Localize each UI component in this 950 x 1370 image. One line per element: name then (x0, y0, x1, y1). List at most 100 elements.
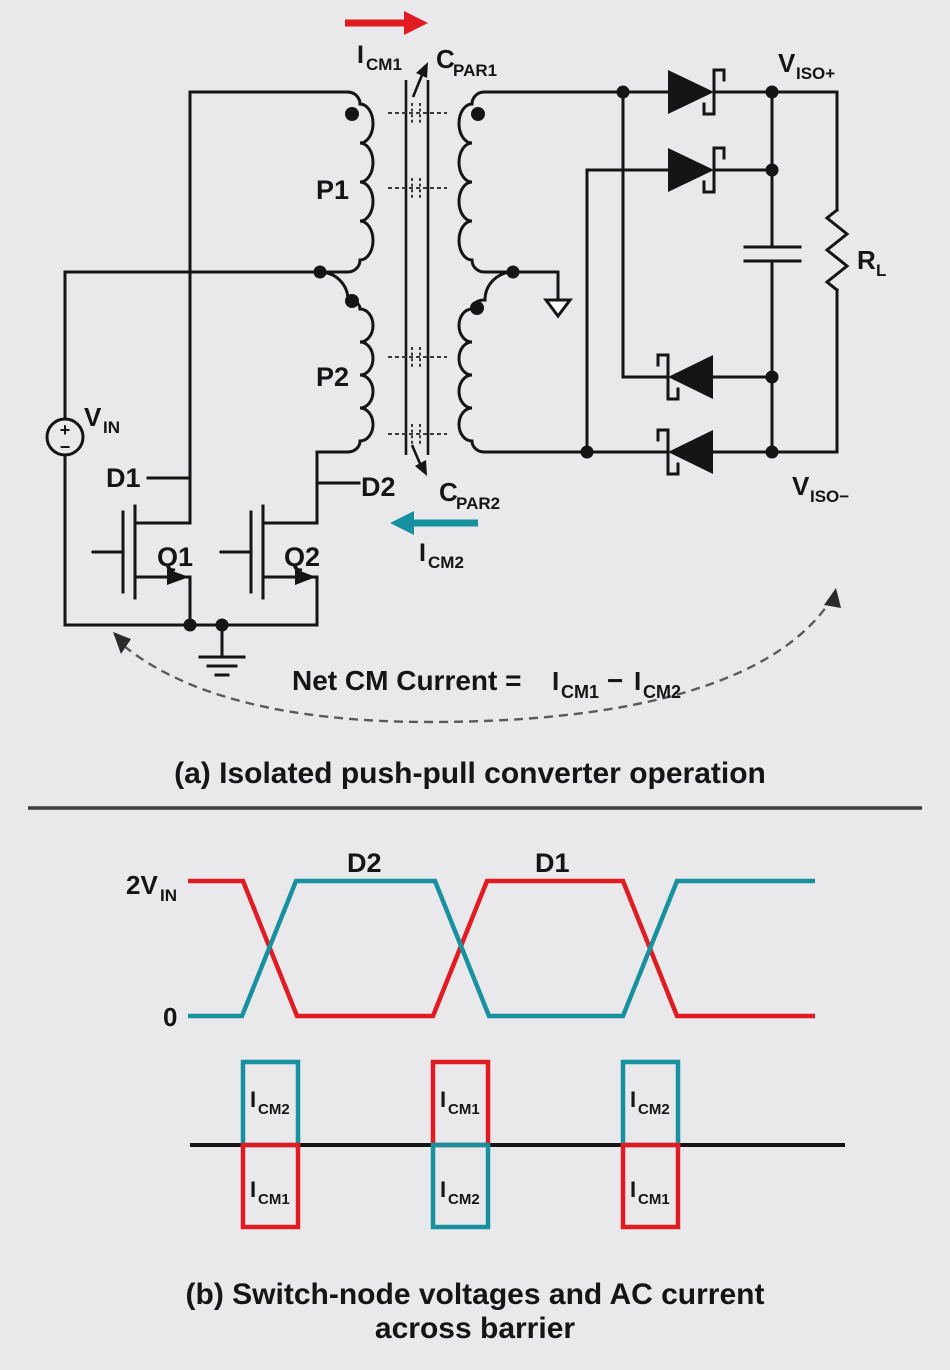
coupling-dashed-lines (388, 112, 447, 435)
wire-top-terminal-riser (621, 90, 670, 379)
diode-2-icon (668, 148, 714, 192)
diode-1-icon (668, 70, 714, 114)
dot-diode3-anode (765, 370, 779, 384)
equation-prefix: Net CM Current = (292, 665, 521, 696)
vin-label-sub: IN (103, 418, 120, 437)
icm2-label-sub: CM2 (428, 553, 464, 572)
dot-primary-center-tap (313, 265, 327, 279)
rl-label-sub: L (876, 261, 886, 280)
icm1-label: I (357, 41, 364, 69)
icm2-arrow-group: I CM2 (390, 511, 478, 572)
waveform-d1-label: D1 (535, 848, 570, 878)
waveform-d1-red (188, 878, 815, 1019)
diode-4-icon (668, 430, 713, 474)
rectifier-diode-2 (668, 146, 726, 194)
ground-symbol (183, 618, 246, 677)
diode-4-cathode-bar (656, 428, 680, 476)
equation-icm1: I (552, 666, 559, 696)
cm-pulse-plot: I CM2 I CM1 I CM1 I CM2 I CM2 I CM1 (190, 1059, 845, 1230)
viso-plus-label-sub: ISO+ (796, 64, 835, 83)
cm-return-arrowhead-left-icon (113, 632, 131, 654)
cpar2-arrow-shaft (410, 444, 423, 467)
cpar2-label: C (439, 477, 458, 507)
parasitic-coupling-marks (388, 103, 447, 444)
q2-label: Q2 (284, 542, 320, 572)
panel-a-circuit: + − V IN P1 P2 (45, 11, 886, 790)
q1-source-arrow-icon (167, 569, 189, 585)
viso-plus-label: V (778, 48, 796, 78)
panel-b-caption-line2: across barrier (375, 1312, 575, 1345)
dot-ground-rail (215, 618, 229, 632)
pulse2-below-label-sub: CM2 (448, 1191, 480, 1208)
output-capacitor-icon (743, 245, 802, 263)
pulse2-above-label-sub: CM1 (448, 1101, 480, 1118)
d2-node-label: D2 (361, 472, 396, 502)
viso-minus-label-sub: ISO− (810, 487, 849, 506)
level-2vin-label-sub: IN (160, 886, 177, 905)
p2-label: P2 (316, 362, 349, 392)
dot-diode2-cathode (765, 163, 779, 177)
load-resistor-icon (824, 207, 850, 293)
pulse1-above-label-sub: CM2 (258, 1101, 290, 1118)
cpar1-label-sub: PAR1 (453, 61, 497, 80)
dot-s2-polarity (470, 301, 484, 315)
cpar1-arrow-icon (416, 62, 428, 78)
net-cm-equation: Net CM Current = I CM1 − I CM2 (292, 665, 681, 702)
icm2-label: I (419, 539, 426, 567)
dot-p2-polarity (345, 294, 359, 308)
waveform-d2-label: D2 (347, 848, 382, 878)
dot-top-terminal (616, 85, 630, 99)
transformer-secondary (457, 90, 670, 454)
vin-minus-sign: − (60, 437, 71, 457)
d1-node-label: D1 (106, 463, 141, 493)
winding-s1 (457, 90, 625, 274)
dot-s1-polarity (471, 107, 485, 121)
pulse3-below-rect (620, 1142, 681, 1230)
cm-return-path-curve (123, 599, 833, 724)
pulse3-above-label-sub: CM2 (638, 1101, 670, 1118)
viso-minus-label: V (792, 471, 810, 501)
dot-q1-source-rail (183, 618, 197, 632)
mosfet-q1: Q1 (91, 504, 193, 627)
pulse3-below-label: I (630, 1177, 636, 1202)
wire-top-row (621, 90, 839, 212)
wire-q1-drain-riser (188, 90, 350, 525)
ground-icon (198, 655, 246, 677)
dot-secondary-center-tap (506, 265, 520, 279)
p1-label: P1 (316, 175, 349, 205)
equation-icm2: I (634, 666, 641, 696)
isolation-barrier: C PAR1 C PAR2 (388, 44, 500, 513)
cpar2-label-sub: PAR2 (456, 494, 500, 513)
pulse3-above-label: I (630, 1087, 636, 1112)
cpar1-arrow-shaft (411, 74, 424, 98)
diode-1-cathode-bar (702, 68, 726, 116)
rectifier-diode-3 (656, 353, 713, 401)
q1-label: Q1 (157, 542, 193, 572)
icm2-arrow-icon (390, 511, 414, 535)
panel-a-caption: (a) Isolated push-pull converter operati… (174, 757, 766, 790)
dot-p1-polarity (345, 107, 359, 121)
icm1-label-sub: CM1 (366, 55, 402, 74)
pulse2-below-label: I (440, 1177, 446, 1202)
secondary-ground-icon (543, 298, 573, 319)
cpar2-arrow-icon (415, 460, 427, 476)
pulse2-below-rect (430, 1142, 491, 1230)
cm-return-path-arrow (113, 588, 841, 724)
level-zero-label: 0 (163, 1002, 177, 1032)
icm1-arrow-icon (404, 11, 428, 35)
equation-icm1-sub: CM1 (561, 682, 599, 702)
wire-bottom-rail (63, 453, 319, 627)
rectifier-diode-1 (668, 68, 726, 116)
icm1-arrow-group: I CM1 (345, 11, 428, 74)
voltage-waveform-plot: 2V IN 0 D2 D1 (126, 848, 815, 1032)
diode-3-cathode-bar (656, 353, 680, 401)
cm-return-arrowhead-right-icon (824, 588, 841, 608)
equation-operator: − (607, 665, 623, 696)
pulse2-above-label: I (440, 1087, 446, 1112)
pulse3-below-label-sub: CM1 (638, 1191, 670, 1208)
dot-viso-plus (765, 85, 779, 99)
diode-2-cathode-bar (702, 146, 726, 194)
vin-label: V (84, 402, 102, 432)
